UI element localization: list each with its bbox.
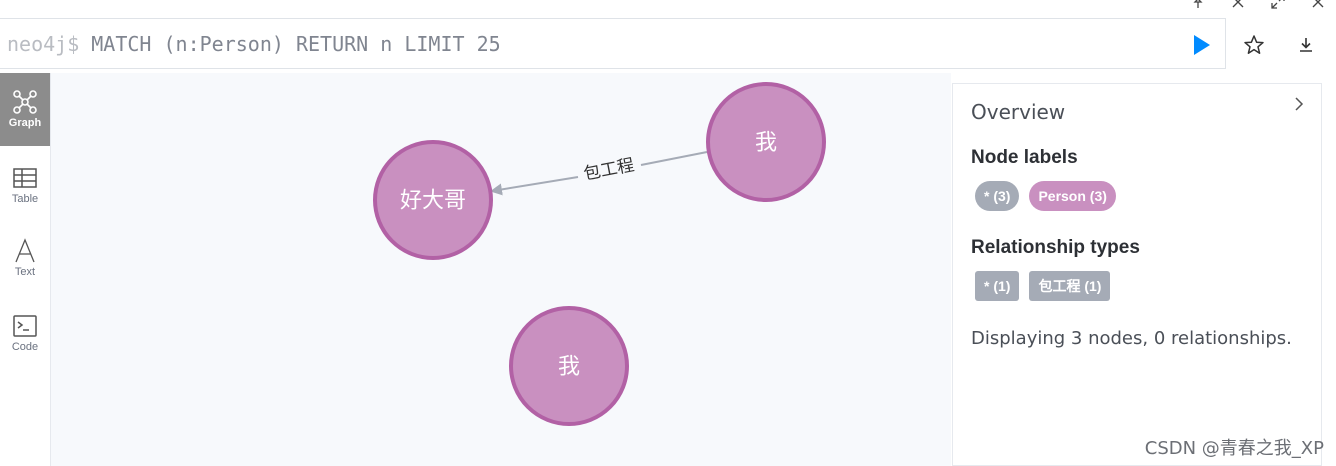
pin-icon[interactable] bbox=[1190, 0, 1208, 12]
overview-title: Overview bbox=[971, 100, 1066, 124]
editor-prompt: neo4j$ bbox=[7, 31, 80, 56]
graph-node[interactable]: 我 bbox=[706, 82, 826, 202]
tab-graph[interactable]: Graph bbox=[0, 73, 50, 146]
relationship-edge[interactable] bbox=[490, 176, 579, 196]
close-icon[interactable] bbox=[1310, 0, 1328, 12]
tab-graph-label: Graph bbox=[8, 117, 42, 129]
node-label-badge[interactable]: Person (3) bbox=[1029, 181, 1116, 211]
star-icon[interactable] bbox=[1243, 34, 1265, 56]
code-icon bbox=[13, 315, 37, 337]
close-icon[interactable] bbox=[1230, 0, 1248, 12]
watermark: CSDN @青春之我_XP bbox=[1144, 438, 1324, 459]
chevron-right-icon[interactable] bbox=[1291, 96, 1307, 112]
download-icon[interactable] bbox=[1295, 34, 1317, 56]
node-labels-heading: Node labels bbox=[971, 147, 1078, 168]
graph-canvas[interactable]: 包工程 好大哥 我 我 bbox=[51, 73, 951, 466]
play-icon[interactable] bbox=[1188, 32, 1214, 58]
relationship-type-badge[interactable]: 包工程 (1) bbox=[1029, 271, 1111, 301]
node-label: 我 bbox=[558, 355, 580, 380]
tab-table-label: Table bbox=[11, 193, 39, 205]
relationship-type-badge[interactable]: * (1) bbox=[975, 271, 1020, 301]
text-icon bbox=[15, 238, 35, 263]
tab-code[interactable]: Code bbox=[0, 297, 50, 370]
graph-node[interactable]: 我 bbox=[509, 306, 629, 426]
tab-code-label: Code bbox=[11, 341, 39, 353]
node-labels-list: * (3) Person (3) bbox=[975, 181, 1116, 211]
overview-status: Displaying 3 nodes, 0 relationships. bbox=[971, 328, 1292, 349]
relationship-types-list: * (1) 包工程 (1) bbox=[975, 271, 1111, 301]
relationship-types-heading: Relationship types bbox=[971, 237, 1140, 258]
relationship-label[interactable]: 包工程 bbox=[582, 155, 636, 184]
expand-icon[interactable] bbox=[1270, 0, 1288, 12]
node-label-badge[interactable]: * (3) bbox=[975, 181, 1020, 211]
tab-table[interactable]: Table bbox=[0, 149, 50, 222]
query-text[interactable]: MATCH (n:Person) RETURN n LIMIT 25 bbox=[91, 31, 501, 56]
result-view-sidebar: Graph Table Text Code bbox=[0, 73, 51, 466]
node-label: 好大哥 bbox=[400, 189, 466, 214]
tab-text-label: Text bbox=[14, 266, 36, 278]
node-label: 我 bbox=[755, 131, 777, 156]
relationship-edge[interactable] bbox=[640, 151, 708, 166]
graph-node[interactable]: 好大哥 bbox=[373, 140, 493, 260]
tab-text[interactable]: Text bbox=[0, 222, 50, 295]
overview-panel: Overview Node labels * (3) Person (3) Re… bbox=[952, 83, 1322, 466]
graph-icon bbox=[13, 90, 37, 114]
table-icon bbox=[13, 168, 37, 188]
window-controls bbox=[1190, 0, 1328, 12]
graph-svg: 包工程 好大哥 我 我 bbox=[373, 82, 826, 426]
query-editor[interactable]: neo4j$ MATCH (n:Person) RETURN n LIMIT 2… bbox=[0, 18, 1226, 69]
